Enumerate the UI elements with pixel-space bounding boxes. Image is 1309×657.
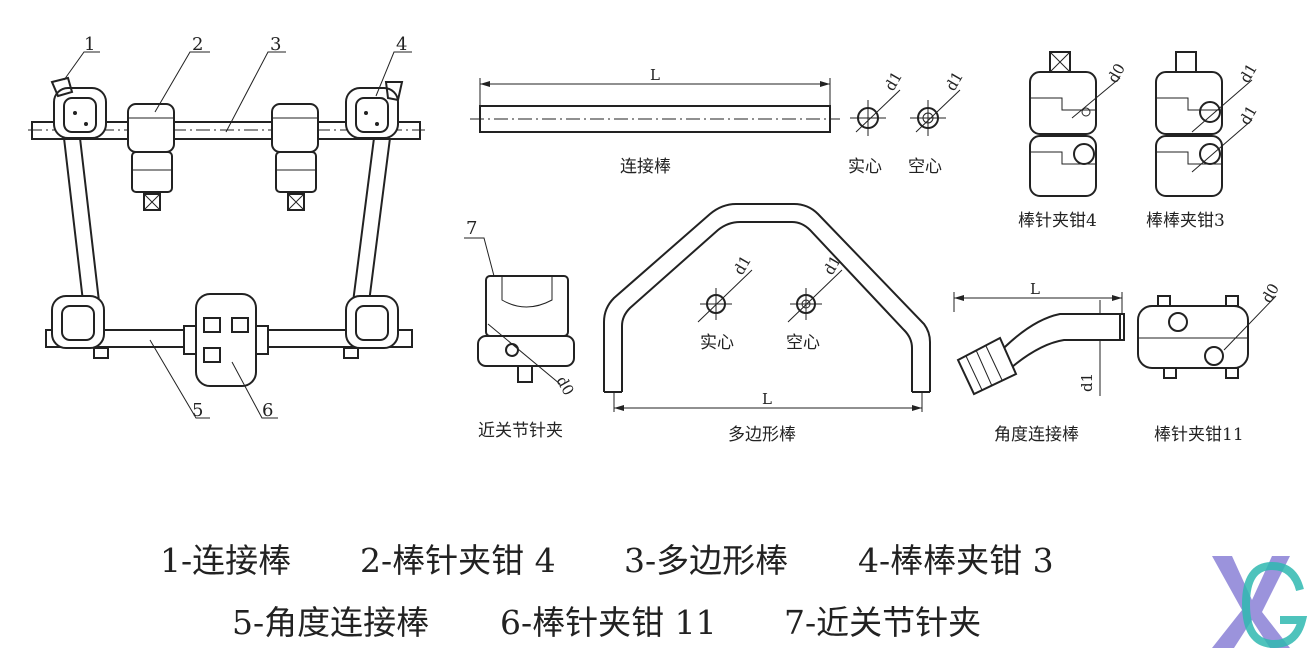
legend-item-1: 1-连接棒 xyxy=(160,541,292,580)
legend-item-6: 6-棒针夹钳 11 xyxy=(500,603,717,642)
xg-logo xyxy=(1212,556,1308,649)
svg-text:d1: d1 xyxy=(820,252,845,278)
svg-text:d0: d0 xyxy=(1258,280,1283,306)
svg-text:d1: d1 xyxy=(730,252,755,278)
svg-text:d1: d1 xyxy=(881,68,906,94)
callout-2: 2 xyxy=(192,34,203,55)
caption-clamp-3: 棒棒夹钳3 xyxy=(1146,211,1225,231)
svg-text:d1: d1 xyxy=(1236,60,1261,86)
legend-item-4: 4-棒棒夹钳 3 xyxy=(858,541,1054,580)
clamp-11-drawing: d0 棒针夹钳11 xyxy=(1137,280,1283,445)
clamp-4-drawing: d0 棒针夹钳4 xyxy=(1018,51,1129,231)
svg-text:L: L xyxy=(762,390,772,408)
legend-item-5: 5-角度连接棒 xyxy=(232,603,430,642)
caption-clamp-11: 棒针夹钳11 xyxy=(1154,425,1244,445)
svg-text:L: L xyxy=(650,66,660,84)
legend-item-3: 3-多边形棒 xyxy=(624,541,789,580)
caption-clamp-4: 棒针夹钳4 xyxy=(1018,211,1097,231)
callout-4: 4 xyxy=(396,34,407,55)
near-joint-clamp-drawing: 7 d0 近关节针夹 xyxy=(464,218,578,441)
label-polygon-hollow: 空心 xyxy=(786,333,820,353)
caption-angle-rod: 角度连接棒 xyxy=(994,425,1079,445)
svg-text:d0: d0 xyxy=(553,373,578,399)
caption-near-joint-clamp: 近关节针夹 xyxy=(478,421,563,441)
callout-labels: 1 2 3 4 5 6 xyxy=(63,34,412,421)
angle-rod-drawing: L d1 角度连接棒 xyxy=(953,280,1125,445)
callout-3: 3 xyxy=(270,34,281,55)
caption-polygon-rod: 多边形棒 xyxy=(728,425,796,445)
svg-text:d0: d0 xyxy=(1104,60,1129,86)
callout-5: 5 xyxy=(192,400,203,421)
label-solid: 实心 xyxy=(848,157,882,177)
svg-text:d1: d1 xyxy=(1078,373,1096,392)
legend-item-7: 7-近关节针夹 xyxy=(784,603,982,642)
callout-7: 7 xyxy=(466,218,477,239)
polygon-rod-drawing: L d1 d1 实心 空心 多边形棒 xyxy=(603,203,931,445)
connecting-rod-drawing: L 连接棒 d1 d1 实心 空心 xyxy=(470,66,967,177)
label-hollow: 空心 xyxy=(908,157,942,177)
assembly-drawing xyxy=(28,76,425,387)
svg-text:L: L xyxy=(1030,280,1040,298)
callout-6: 6 xyxy=(262,400,273,421)
legend-item-2: 2-棒针夹钳 4 xyxy=(360,541,556,580)
left-rod xyxy=(63,137,101,311)
clamp-3-drawing: d1 d1 棒棒夹钳3 xyxy=(1146,51,1261,231)
label-polygon-solid: 实心 xyxy=(700,333,734,353)
right-rod xyxy=(351,137,391,311)
svg-text:d1: d1 xyxy=(942,68,967,94)
callout-1: 1 xyxy=(84,34,95,55)
caption-connecting-rod: 连接棒 xyxy=(620,157,671,177)
svg-text:d1: d1 xyxy=(1236,102,1261,128)
